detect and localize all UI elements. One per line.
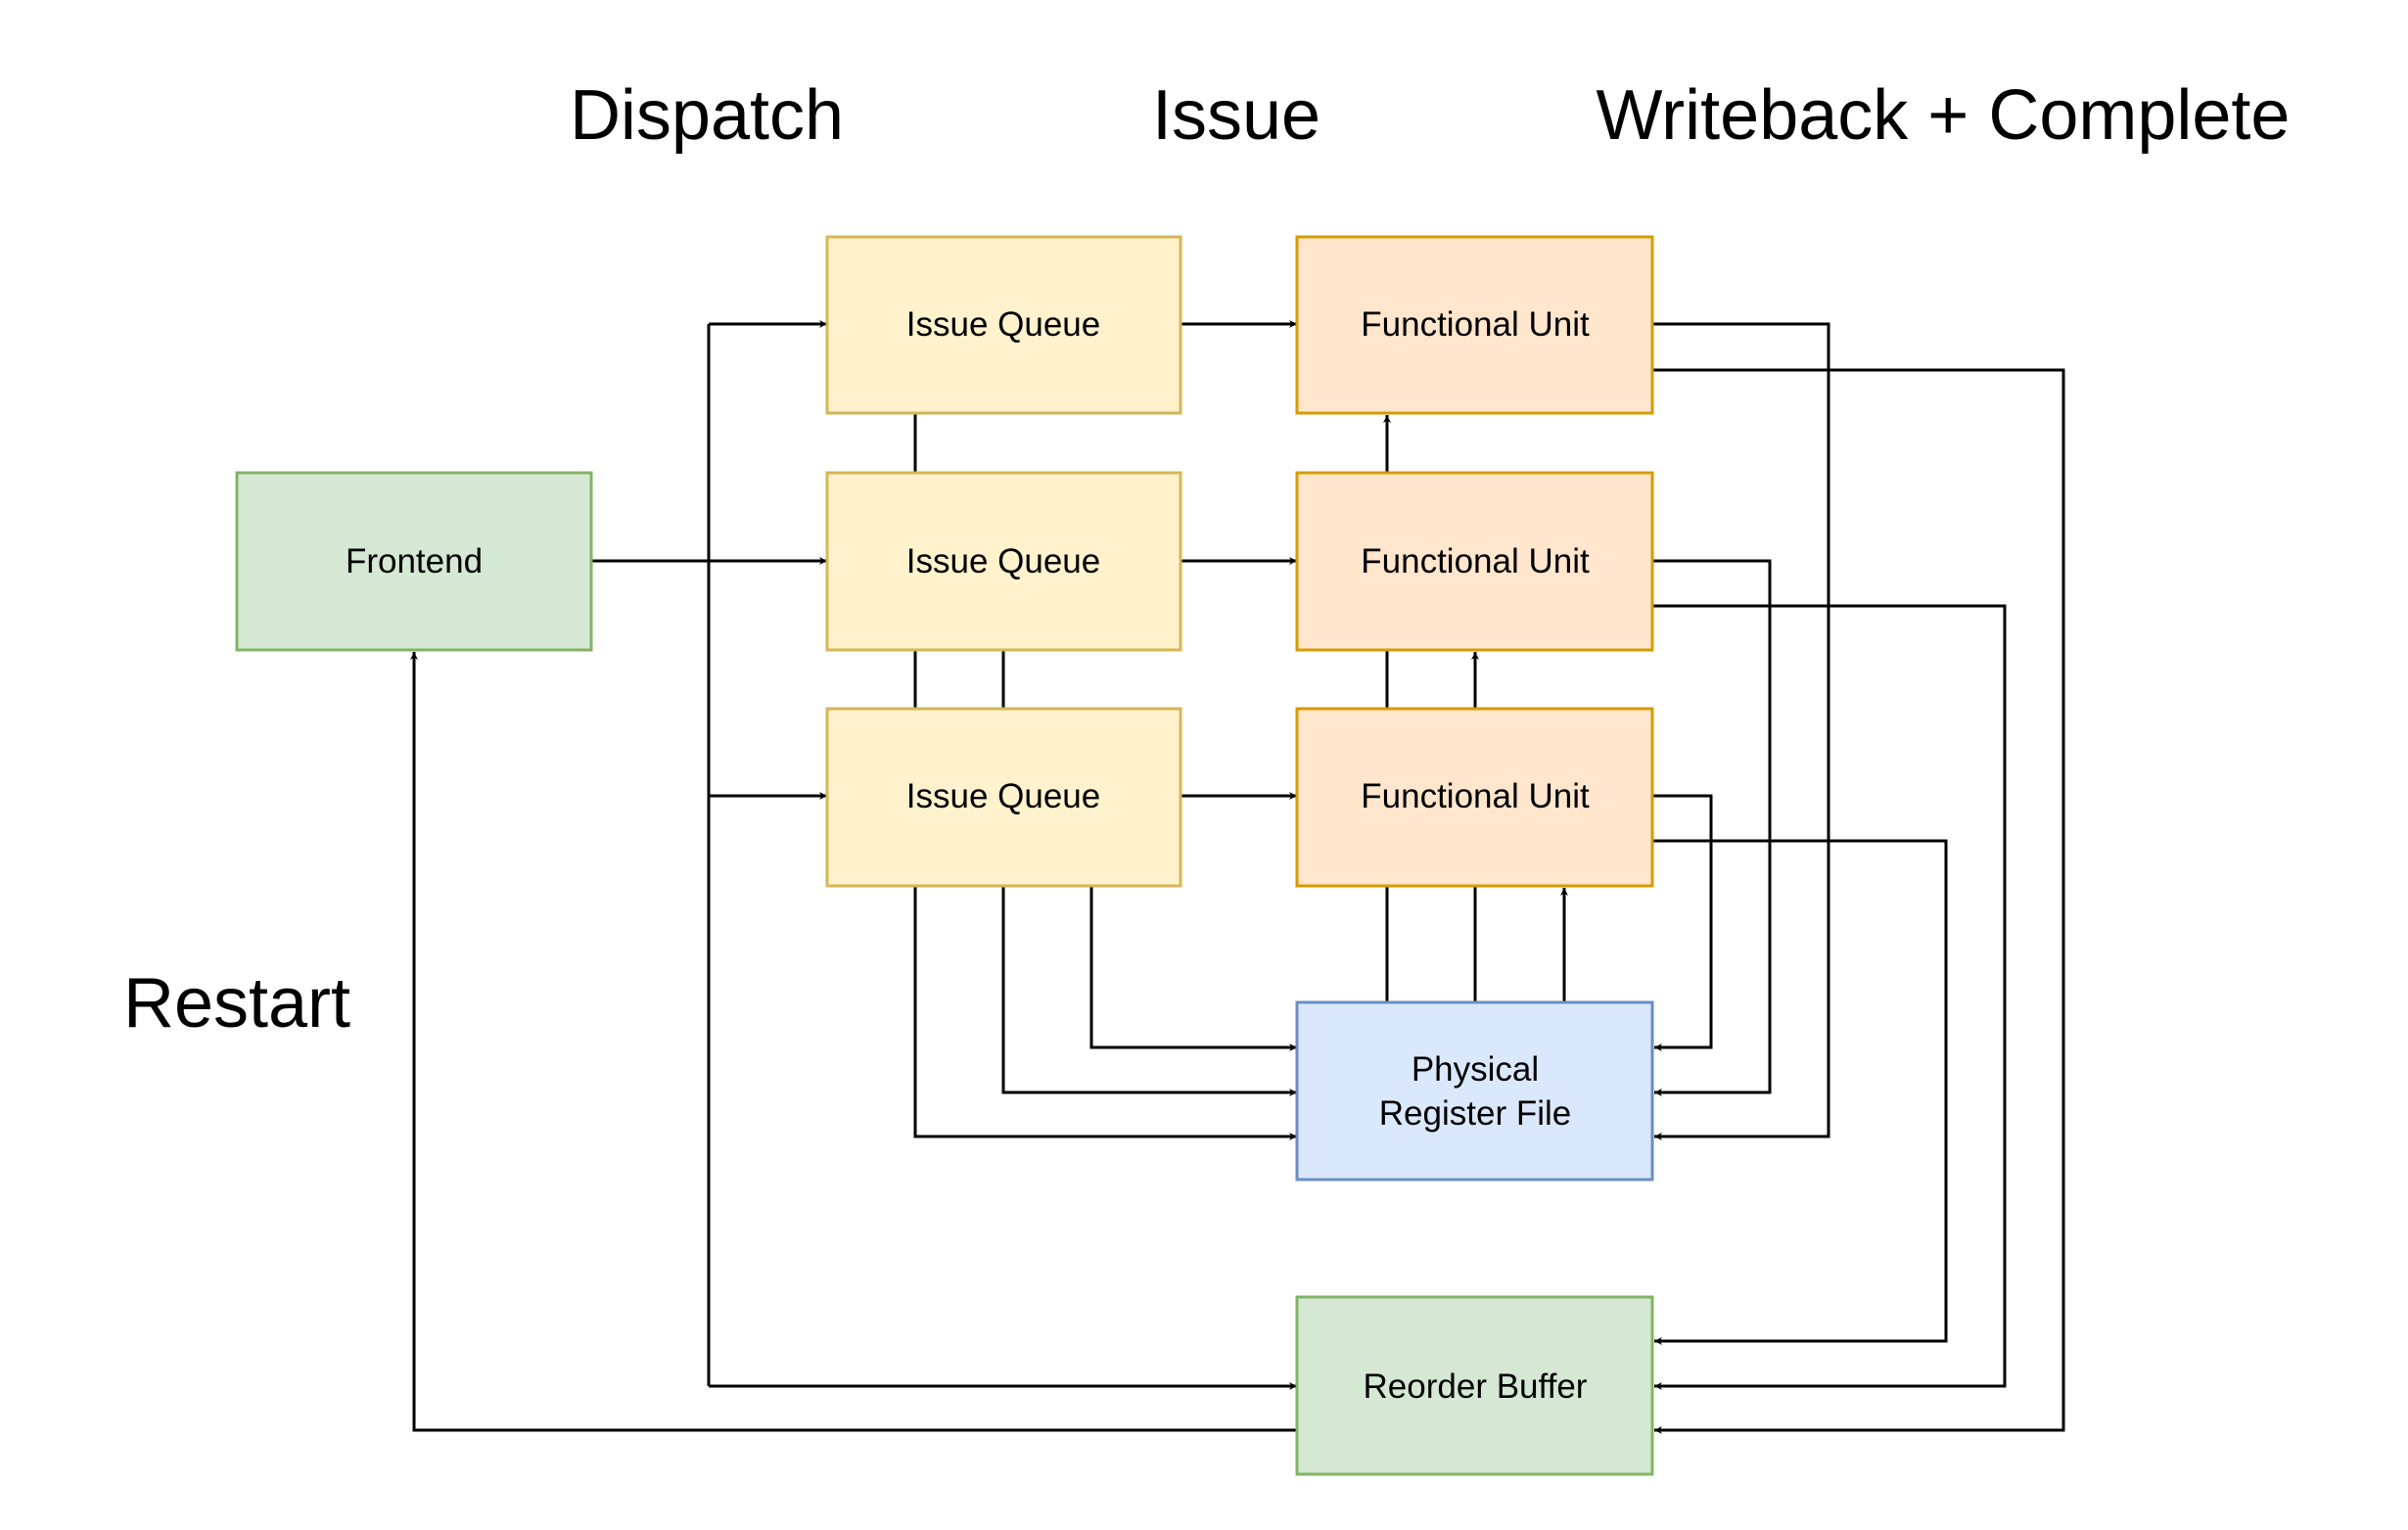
edge-iq3-to-prf-c [913, 886, 1297, 1140]
stage-label-restart: Restart [123, 964, 350, 1043]
stage-label-issue: Issue [1152, 76, 1320, 155]
edge-fu2-to-prf [1652, 559, 1772, 1096]
edge-fu2-to-rob [1652, 604, 2007, 1390]
issue-queue-1-node: Issue Queue [825, 235, 1182, 415]
issue-queue-3-label: Issue Queue [906, 777, 1100, 815]
issue-queue-3-node: Issue Queue [825, 707, 1182, 888]
issue-queue-1-label: Issue Queue [906, 305, 1100, 344]
edge-fu1-to-rob [1652, 368, 2065, 1434]
stage-label-dispatch: Dispatch [570, 76, 844, 155]
issue-queue-2-node: Issue Queue [825, 471, 1182, 652]
edge-fu3-to-prf [1652, 794, 1713, 1051]
functional-unit-1-node: Functional Unit [1295, 235, 1654, 415]
frontend-node: Frontend [235, 471, 593, 652]
edge-fu1-to-prf [1652, 322, 1830, 1140]
edge-rob-to-frontend [410, 652, 1297, 1432]
functional-unit-1-label: Functional Unit [1361, 305, 1590, 344]
functional-unit-2-label: Functional Unit [1361, 542, 1590, 580]
edge-iq3-to-prf-a [1089, 886, 1297, 1051]
issue-queue-2-label: Issue Queue [906, 542, 1100, 580]
frontend-label: Frontend [346, 542, 483, 580]
physical-register-file-label-line2: Register File [1379, 1094, 1571, 1133]
edge-fu3-to-rob [1652, 839, 1948, 1345]
functional-unit-3-node: Functional Unit [1295, 707, 1654, 888]
physical-register-file-node: Physical Register File [1295, 1000, 1654, 1182]
edge-iq3-to-prf-b [1001, 886, 1297, 1096]
reorder-buffer-label: Reorder Buffer [1364, 1368, 1588, 1406]
reorder-buffer-node: Reorder Buffer [1295, 1295, 1654, 1476]
stage-label-writeback: Writeback + Complete [1597, 76, 2291, 155]
frontend-box [237, 473, 591, 650]
functional-unit-2-node: Functional Unit [1295, 471, 1654, 652]
physical-register-file-label-line1: Physical [1412, 1050, 1539, 1089]
functional-unit-3-label: Functional Unit [1361, 777, 1590, 815]
connectors [410, 320, 2065, 1434]
